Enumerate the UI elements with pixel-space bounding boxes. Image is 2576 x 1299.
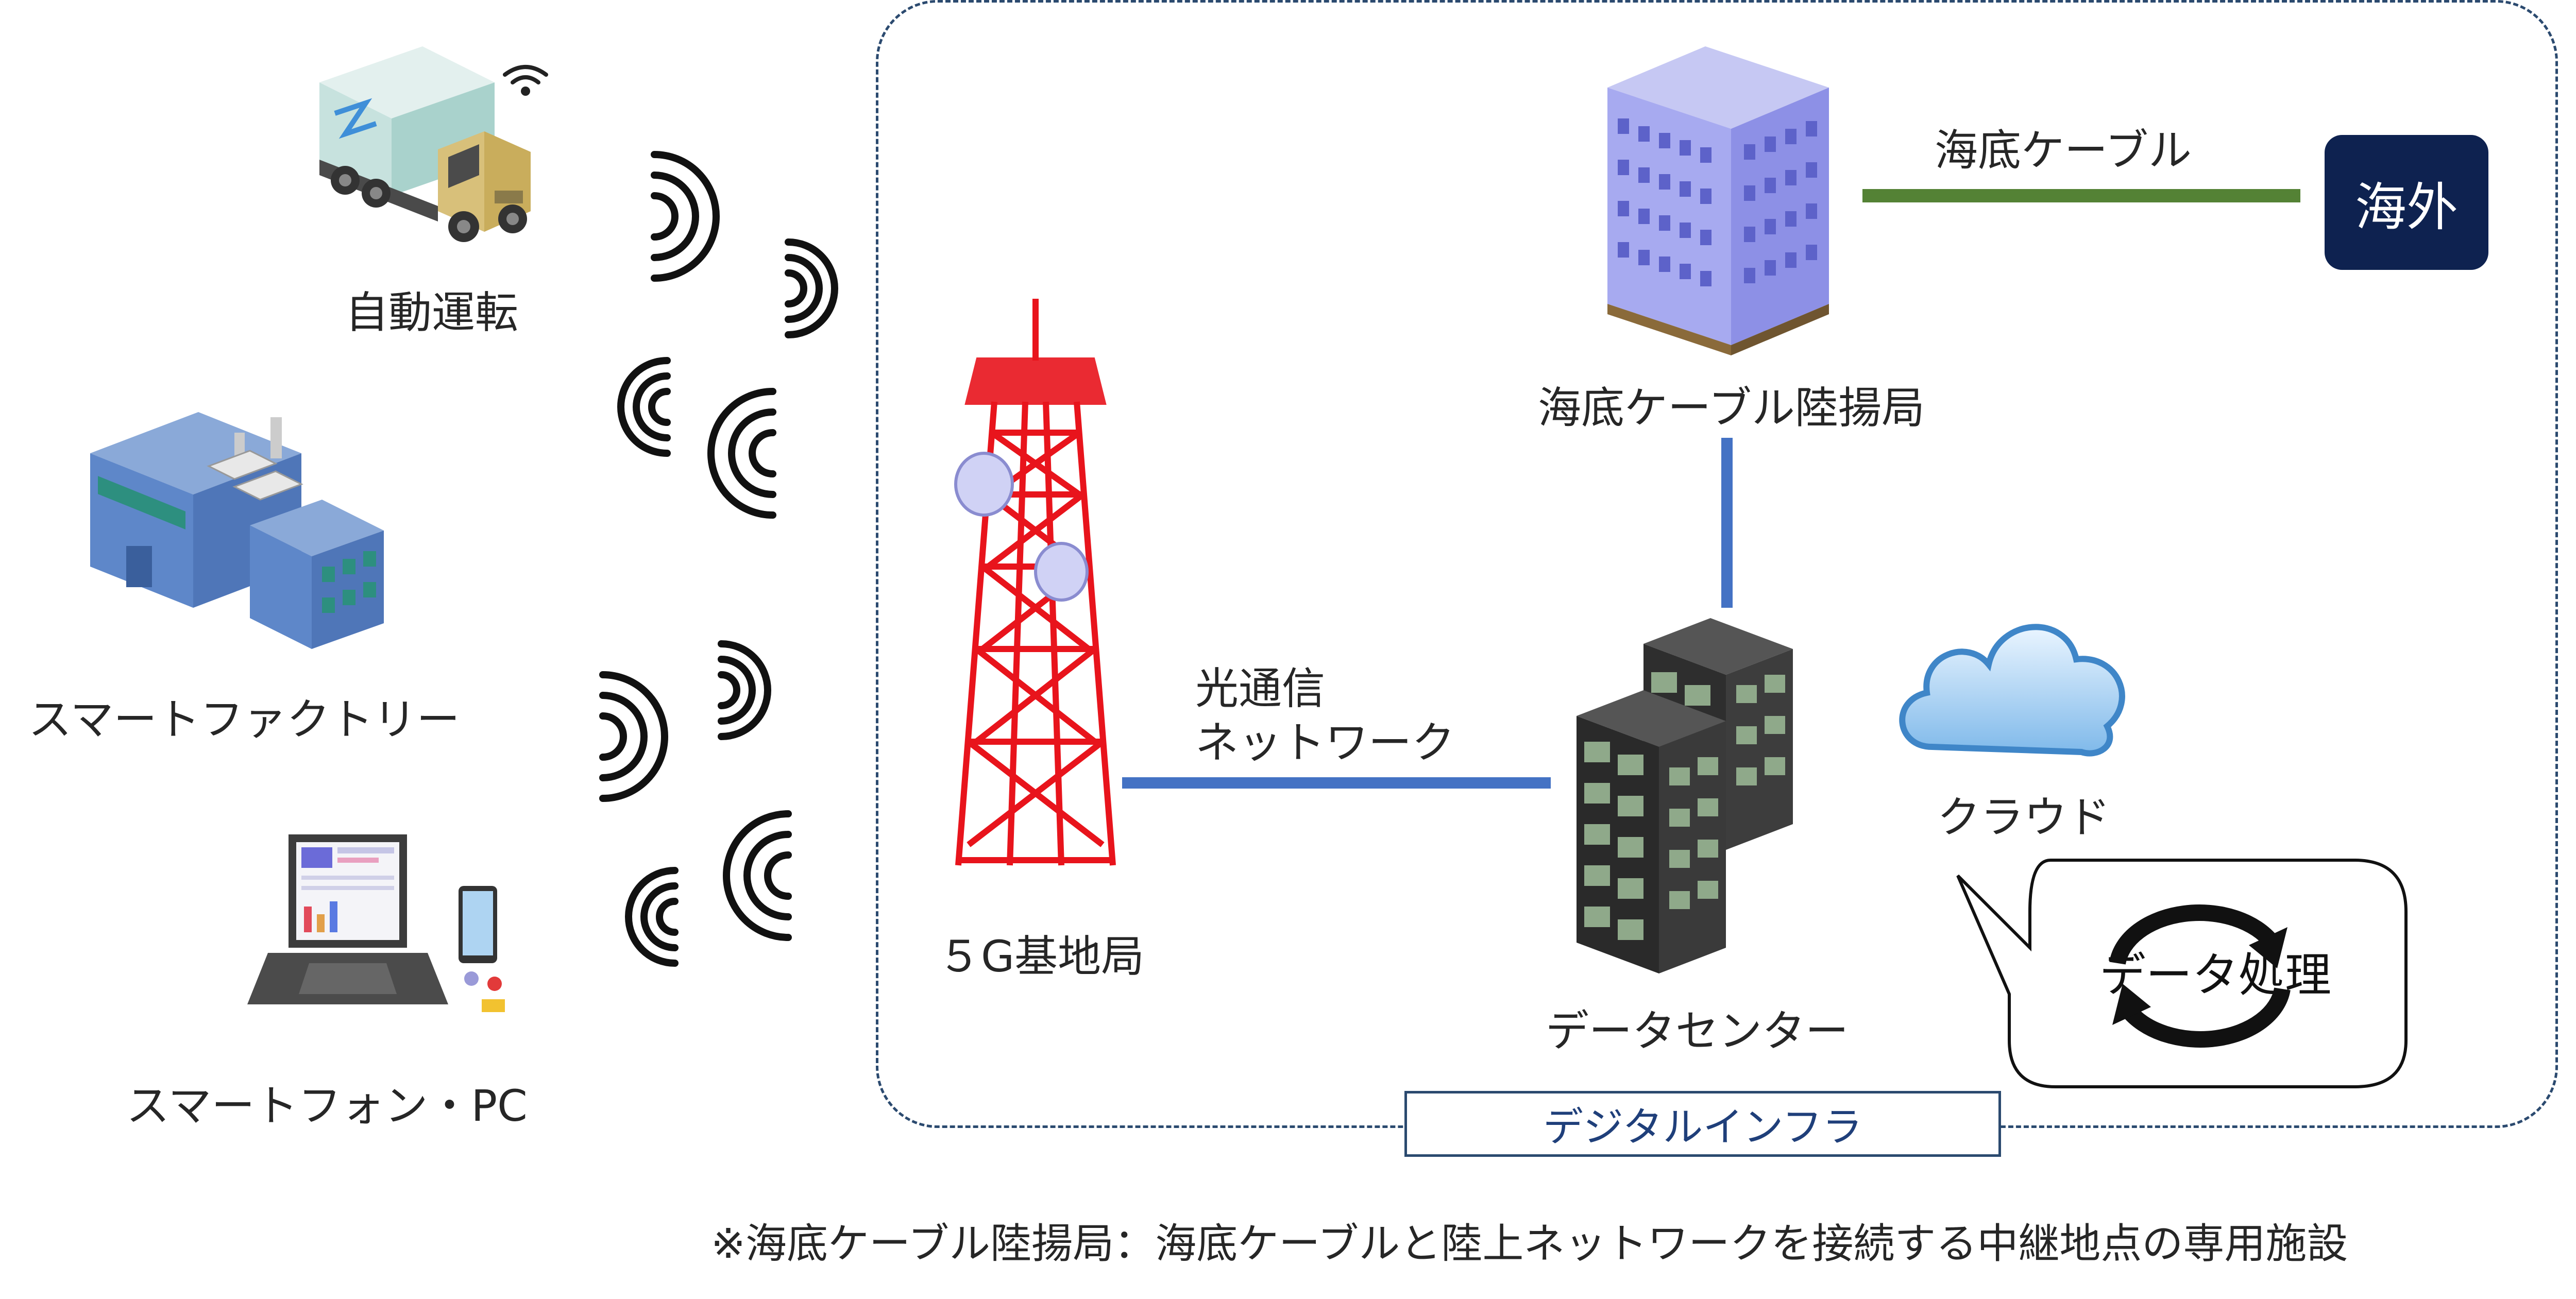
cloud-icon xyxy=(1899,624,2125,757)
signal-wave-7 xyxy=(723,810,792,941)
signal-wave-6 xyxy=(599,671,668,802)
landing-station-building-icon xyxy=(1607,46,1829,355)
signal-wave-1 xyxy=(651,151,720,282)
data-processing-bubble xyxy=(1956,859,2408,1088)
wifi-icon xyxy=(503,65,548,96)
signal-wave-8 xyxy=(625,867,679,967)
autonomous-truck-icon xyxy=(319,46,531,242)
footnote: ※海底ケーブル陸揚局：海底ケーブルと陸上ネットワークを接続する中継地点の専用施設 xyxy=(711,1220,2348,1268)
landing-station-label: 海底ケーブル陸揚局 xyxy=(1538,383,1925,433)
cloud-label: クラウド xyxy=(1937,792,2111,843)
signal-wave-2 xyxy=(785,238,838,338)
submarine-cable-label: 海底ケーブル xyxy=(1935,125,2192,176)
optical-network-label-line1: 光通信 xyxy=(1195,663,1326,714)
laptop-phone-icon xyxy=(247,834,505,1012)
optical-network-label-line2: ネットワーク xyxy=(1195,717,1455,768)
autonomous-driving-label: 自動運転 xyxy=(345,287,519,338)
signal-wave-3 xyxy=(617,357,671,457)
signal-wave-5 xyxy=(718,640,771,740)
smart-factory-label: スマートファクトリー xyxy=(28,694,460,745)
5g-tower-icon xyxy=(954,299,1116,866)
digital-infra-label: デジタルインフラ xyxy=(1404,1091,2001,1157)
datacenter-label: データセンター xyxy=(1546,1006,1849,1056)
data-processing-label: データ処理 xyxy=(2099,948,2331,1002)
signal-wave-4 xyxy=(707,388,776,519)
datacenter-servers-icon xyxy=(1577,618,1793,973)
smart-factory-icon xyxy=(90,412,384,649)
refresh-cycle-icon xyxy=(2109,904,2291,1048)
overseas-box: 海外 xyxy=(2325,135,2488,270)
5g-base-station-label: ５G基地局 xyxy=(938,931,1145,982)
smartphone-pc-label: スマートフォン・PC xyxy=(126,1081,528,1131)
